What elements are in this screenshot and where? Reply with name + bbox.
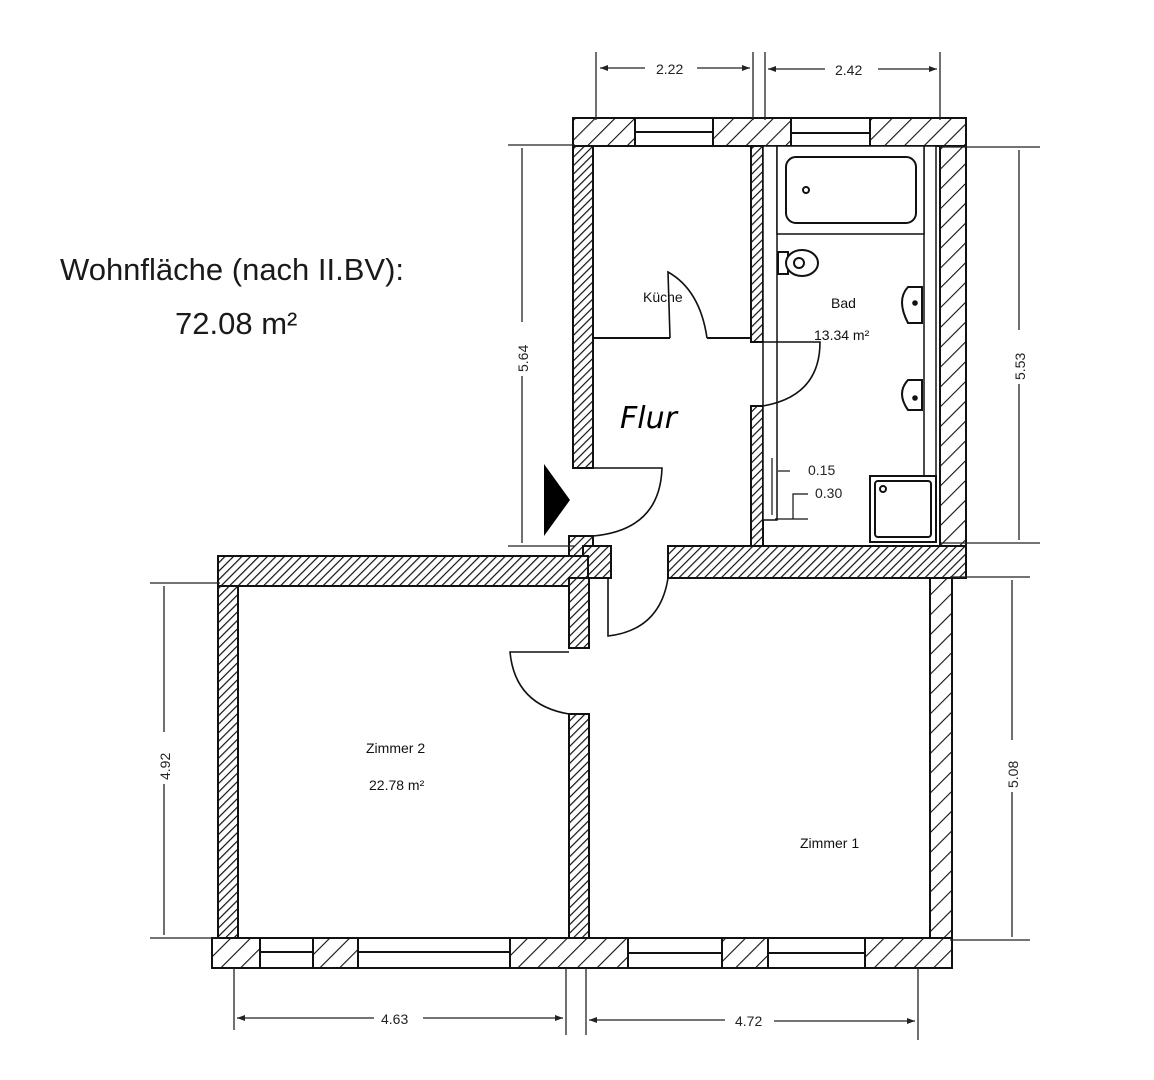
dimension-bottom-right: 4.72 (735, 1013, 762, 1029)
dimension-lines (150, 52, 1040, 1040)
room-area-zimmer-2: 22.78 m² (369, 777, 425, 793)
dimension-right-upper: 5.53 (1012, 353, 1028, 380)
detail-dimension (771, 458, 808, 520)
room-label-bad: Bad (831, 295, 856, 311)
room-label-flur: Flur (620, 401, 679, 436)
doors (509, 270, 821, 715)
dimension-top-left: 2.22 (656, 61, 683, 77)
walls (211, 117, 967, 969)
dimension-top-right: 2.42 (835, 62, 862, 78)
dimension-arrows (237, 65, 937, 1024)
entrance-arrow-icon (544, 464, 570, 536)
bathtub-icon (776, 145, 925, 235)
dimension-left-upper: 5.64 (515, 345, 531, 372)
dimension-right-lower: 5.08 (1005, 761, 1021, 788)
room-label-zimmer-2: Zimmer 2 (366, 740, 425, 756)
sink-icon (901, 286, 923, 324)
shower-tray-icon (869, 475, 937, 543)
dimension-left-lower: 4.92 (157, 753, 173, 780)
living-area-total: 72.08 m² (175, 306, 298, 341)
toilet-icon (777, 249, 819, 277)
living-area-title: Wohnfläche (nach II.BV): (60, 252, 405, 287)
dimension-bottom-left: 4.63 (381, 1011, 408, 1027)
dimension-detail-a: 0.15 (808, 462, 835, 478)
dimension-detail-b: 0.30 (815, 485, 842, 501)
sink-icon (901, 379, 923, 411)
room-label-zimmer-1: Zimmer 1 (800, 835, 859, 851)
room-label-kueche: Küche (643, 289, 683, 305)
room-area-bad: 13.34 m² (814, 327, 870, 343)
